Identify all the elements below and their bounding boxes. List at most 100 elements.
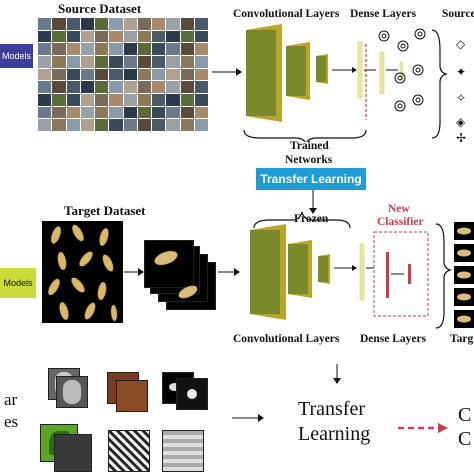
source-thumb — [194, 106, 208, 119]
source-thumb — [137, 56, 151, 68]
source-thumb — [66, 18, 80, 30]
source-thumb — [109, 18, 123, 30]
grain-texture-thumb — [108, 430, 150, 472]
source-thumb — [95, 106, 109, 119]
conv-layers-heading-top: Convolutional Layers — [233, 8, 340, 20]
transfer-learning-box: Transfer Learning — [256, 168, 366, 190]
source-thumb — [166, 81, 180, 93]
source-thumb — [38, 81, 52, 93]
source-thumb — [194, 81, 208, 93]
fabric-texture-thumb — [162, 430, 204, 472]
source-thumb — [52, 30, 66, 43]
skin-lesion-thumb-2 — [116, 380, 148, 412]
source-thumb — [95, 94, 109, 106]
source-thumb — [166, 56, 180, 68]
source-thumb — [123, 18, 137, 30]
left-cut-text-2: es — [4, 412, 19, 431]
conv-block-3 — [316, 54, 328, 84]
source-thumb — [123, 119, 137, 131]
source-thumb — [52, 43, 66, 55]
source-thumb — [52, 68, 66, 81]
source-heading-cut: Source — [442, 8, 474, 20]
source-thumb — [180, 94, 194, 106]
source-thumb — [180, 119, 194, 131]
arrow-crops-to-conv — [218, 268, 240, 276]
source-thumb — [194, 68, 208, 81]
classifier-bar-1 — [386, 252, 389, 298]
source-thumb — [80, 18, 94, 30]
arrow-row3-to-transfer — [232, 414, 264, 422]
source-thumb — [180, 56, 194, 68]
source-thumb — [180, 43, 194, 55]
source-thumb — [52, 94, 66, 106]
arrow-source-to-conv — [212, 68, 242, 76]
source-thumb — [80, 94, 94, 106]
source-thumb — [152, 68, 166, 81]
source-thumb — [194, 30, 208, 43]
source-thumb — [52, 18, 66, 30]
source-thumb — [109, 56, 123, 68]
source-thumb — [166, 18, 180, 30]
xray-thumb-2 — [56, 376, 88, 408]
source-thumb — [123, 81, 137, 93]
source-thumb — [95, 68, 109, 81]
source-thumb — [95, 119, 109, 131]
target-heading-cut: Targ — [450, 333, 474, 345]
dense-bar-2 — [379, 51, 385, 95]
dense-layers-heading-mid: Dense Layers — [360, 333, 427, 345]
source-dataset-image — [38, 18, 208, 131]
source-thumb — [66, 94, 80, 106]
svg-text:✢: ✢ — [456, 131, 466, 142]
source-thumb — [38, 119, 52, 131]
source-thumb — [152, 56, 166, 68]
cell-thumb-2 — [176, 378, 208, 410]
conv-layers-heading-mid: Convolutional Layers — [233, 333, 340, 345]
source-thumb — [80, 56, 94, 68]
conv-block-1 — [246, 24, 282, 122]
source-thumb — [66, 81, 80, 93]
source-thumb — [95, 30, 109, 43]
frozen-label: Frozen — [294, 213, 329, 225]
source-thumb — [80, 43, 94, 55]
transfer-learning-text-2: Learning — [298, 423, 371, 445]
arrow-target-to-crops — [124, 268, 144, 276]
source-thumb — [180, 30, 194, 43]
source-thumb — [38, 43, 52, 55]
source-thumb — [137, 119, 151, 131]
source-thumb — [166, 68, 180, 81]
source-thumb — [137, 18, 151, 30]
source-thumb — [80, 106, 94, 119]
target-output-thumbs — [454, 222, 474, 328]
target-dataset-heading: Target Dataset — [64, 203, 146, 218]
source-thumb — [123, 43, 137, 55]
source-thumb — [123, 94, 137, 106]
source-thumb — [109, 43, 123, 55]
source-thumb — [180, 81, 194, 93]
source-thumb — [137, 94, 151, 106]
source-thumb — [38, 106, 52, 119]
source-thumb — [95, 18, 109, 30]
source-thumb — [152, 94, 166, 106]
source-thumb — [137, 81, 151, 93]
source-thumb — [109, 94, 123, 106]
source-thumb — [80, 68, 94, 81]
svg-text:✧: ✧ — [456, 91, 466, 105]
classifier-bar-2 — [408, 264, 411, 284]
source-thumb — [166, 119, 180, 131]
svg-text:◇: ◇ — [456, 37, 466, 51]
source-thumb — [123, 30, 137, 43]
source-thumb — [66, 119, 80, 131]
cropped-grain-stack — [144, 240, 218, 312]
source-thumb — [38, 30, 52, 43]
models-label-mid: Models — [0, 268, 36, 298]
target-dataset-image — [42, 221, 123, 323]
source-thumb — [152, 119, 166, 131]
dense-bar-1 — [357, 41, 363, 99]
conv-block-1-mid — [250, 224, 286, 320]
source-thumb — [194, 119, 208, 131]
source-thumb — [66, 68, 80, 81]
source-thumb — [52, 81, 66, 93]
source-thumb — [137, 43, 151, 55]
source-thumb — [152, 18, 166, 30]
source-thumb — [66, 106, 80, 119]
